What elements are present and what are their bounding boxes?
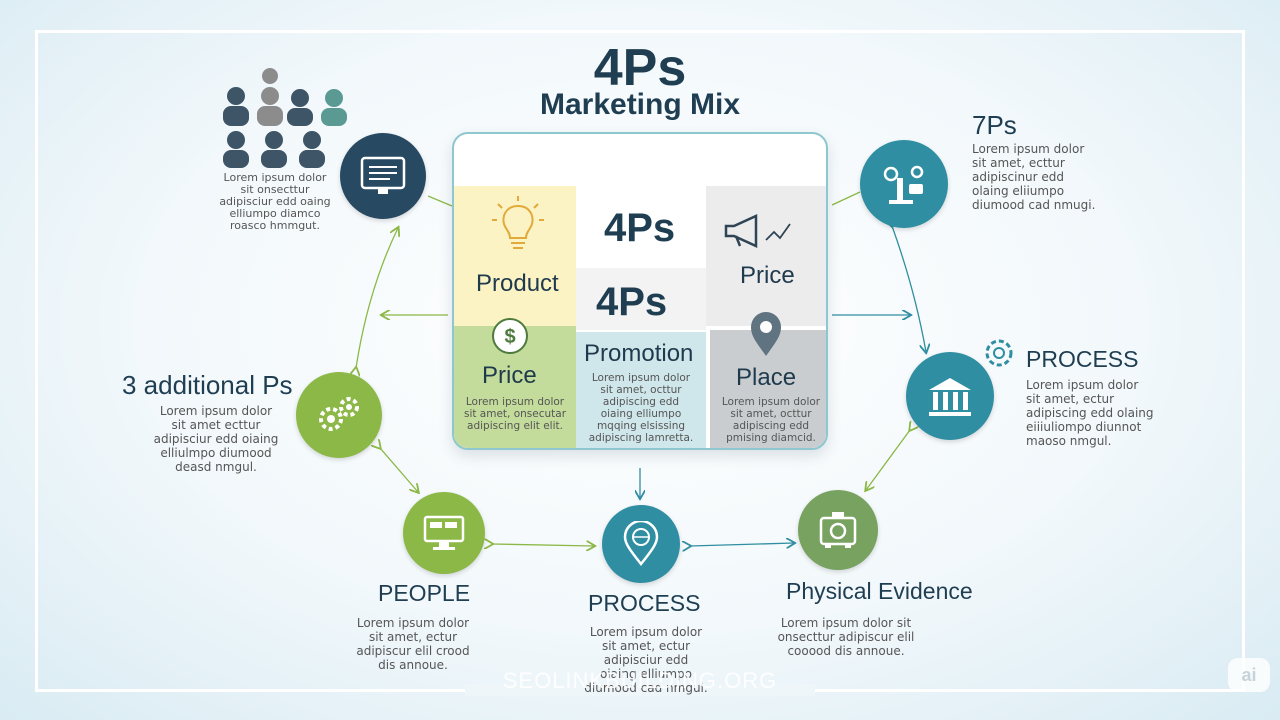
- product-tile: Product: [454, 186, 576, 326]
- seven-ps-text: Lorem ipsum dolor sit amet, ecttur adipi…: [972, 142, 1096, 212]
- center-top-heading: 4Ps: [604, 206, 676, 250]
- gears-icon: [319, 397, 359, 431]
- monitor-node: [340, 133, 426, 219]
- price-top-label: Price: [740, 262, 795, 289]
- place-text: Lorem ipsum dolor sit amet, octtur adipi…: [721, 396, 821, 444]
- people-group-icon: [223, 68, 347, 168]
- center-mid-tile: 4Ps: [576, 268, 706, 330]
- four-ps-panel: Product 4Ps Price 4Ps $ Price Lorem ipsu…: [452, 132, 828, 450]
- process-bottom-node: [602, 505, 680, 583]
- page-subtitle: Marketing Mix: [539, 88, 741, 121]
- computer-icon: [423, 515, 465, 550]
- process-right-heading: PROCESS: [1026, 346, 1139, 372]
- price-top-tile: Price: [706, 186, 826, 326]
- promotion-text: Lorem ipsum dolor sit amet, octtur adipi…: [588, 372, 694, 444]
- megaphone-icon: [724, 214, 791, 248]
- process-bottom-heading: PROCESS: [588, 590, 701, 616]
- lightbulb-icon: [492, 196, 544, 249]
- globe-pin-icon: [623, 521, 659, 567]
- machine-icon: [819, 512, 857, 548]
- product-label: Product: [476, 270, 559, 297]
- place-tile: Place Lorem ipsum dolor sit amet, octtur…: [710, 312, 826, 448]
- additional-ps-heading: 3 additional Ps: [122, 370, 293, 400]
- additional-ps-node: [296, 372, 382, 458]
- process-right-node: [906, 352, 994, 440]
- price-label: Price: [482, 362, 537, 389]
- watermark: SEOLINKBUILDING.ORG: [502, 668, 778, 693]
- svg-text:$: $: [504, 326, 515, 348]
- promotion-label: Promotion: [584, 340, 694, 367]
- place-label: Place: [736, 364, 797, 391]
- center-mid-heading: 4Ps: [596, 280, 668, 324]
- physical-evidence-heading: Physical Evidence: [786, 578, 973, 604]
- price-text: Lorem ipsum dolor sit amet, onsecutar ad…: [463, 396, 567, 432]
- gear-icon: [985, 339, 1013, 367]
- monitor-icon: [360, 156, 406, 194]
- seven-ps-heading: 7Ps: [972, 110, 1017, 140]
- process-bottom-text: Lorem ipsum dolor sit amet, ectur adipis…: [584, 625, 708, 695]
- physical-evidence-text: Lorem ipsum dolor sit onsecttur adipiscu…: [777, 616, 915, 658]
- frame-gap: [465, 684, 815, 696]
- building-icon: [929, 378, 971, 416]
- physical-evidence-node: [798, 490, 878, 570]
- gears-tools-icon: [883, 165, 924, 204]
- people-text: Lorem ipsum dolor sit amet, ectur adipis…: [356, 616, 470, 672]
- location-pin-icon: [751, 312, 781, 356]
- people-node: [403, 492, 485, 574]
- page-title: 4Ps: [593, 39, 687, 97]
- dollar-icon: $: [492, 318, 528, 354]
- people-heading: PEOPLE: [378, 580, 471, 606]
- ai-badge: ai: [1228, 658, 1270, 692]
- center-top-tile: 4Ps: [576, 186, 706, 268]
- seven-ps-node: [860, 140, 948, 228]
- promotion-tile: Promotion Lorem ipsum dolor sit amet, oc…: [576, 332, 706, 448]
- additional-ps-text: Lorem ipsum dolor sit amet ecttur adipis…: [153, 404, 279, 474]
- process-right-text: Lorem ipsum dolor sit amet, ectur adipis…: [1026, 378, 1154, 448]
- top-left-text: Lorem ipsum dolor sit onsecttur adipisci…: [219, 171, 331, 232]
- price-tile: $ Price Lorem ipsum dolor sit amet, onse…: [454, 318, 576, 448]
